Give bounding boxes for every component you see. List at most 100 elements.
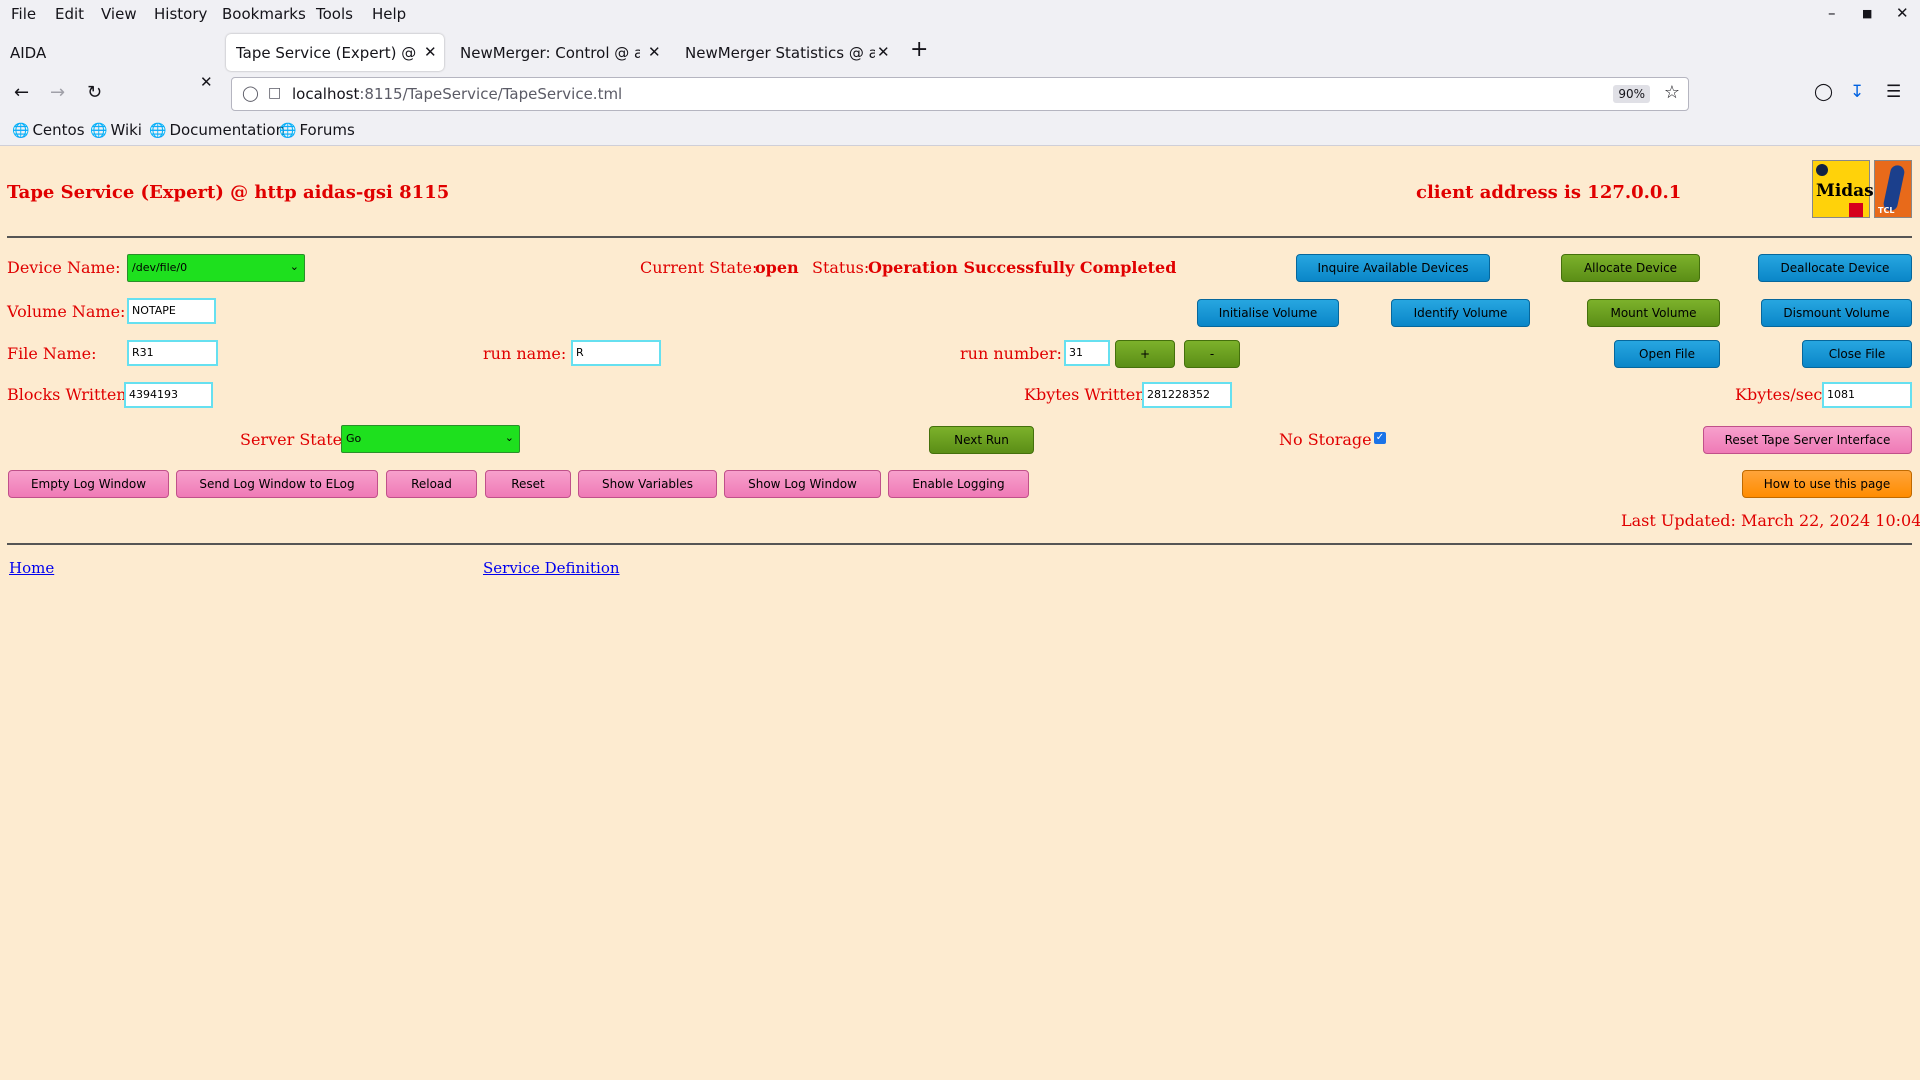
tab-title: NewMerger: Control @ aidas-gsi [460,44,640,62]
deallocate-device-button[interactable]: Deallocate Device [1758,254,1912,282]
client-address: client address is 127.0.0.1 [1416,182,1682,203]
identify-volume-button[interactable]: Identify Volume [1391,299,1530,327]
forward-icon[interactable]: → [50,82,66,103]
bookmark-centos[interactable]: 🌐Centos [12,121,85,139]
bookmark-label: Centos [32,121,85,139]
run-number-input[interactable]: 31 [1064,340,1110,366]
server-state-select[interactable]: Go ⌄ [341,425,520,453]
tab-tape-service[interactable]: Tape Service (Expert) @ aidas-gsi 8115 ✕ [226,34,444,71]
file-name-input[interactable]: R31 [127,340,218,366]
bookmarks-bar: 🌐Centos 🌐Wiki 🌐Documentation 🌐Forums [0,118,1920,144]
tab-newmerger-statistics[interactable]: NewMerger Statistics @ aidas-gsi ✕ [675,34,893,71]
mount-volume-button[interactable]: Mount Volume [1587,299,1720,327]
tab-title: NewMerger Statistics @ aidas-gsi [685,44,875,62]
shield-icon[interactable]: ◯ [242,84,259,102]
no-storage-checkbox[interactable]: ✓ [1374,432,1386,444]
server-state-value: Go [346,432,362,445]
run-number-decrement-button[interactable]: - [1184,340,1240,368]
tab-bar: AIDA ✕ Tape Service (Expert) @ aidas-gsi… [0,32,1920,91]
globe-icon: 🌐 [12,123,30,139]
menu-bookmarks[interactable]: Bookmarks [222,5,306,23]
menu-edit[interactable]: Edit [55,5,85,23]
show-log-window-button[interactable]: Show Log Window [724,470,881,498]
empty-log-window-button[interactable]: Empty Log Window [8,470,169,498]
reset-button[interactable]: Reset [485,470,571,498]
device-name-label: Device Name: [7,258,121,277]
menu-tools[interactable]: Tools [316,5,353,23]
tcl-logo-text: TCL [1878,206,1895,215]
volume-name-input[interactable]: NOTAPE [127,298,216,324]
page-info-icon[interactable]: □ [268,85,282,101]
bookmark-wiki[interactable]: 🌐Wiki [90,121,142,139]
run-number-label: run number: [960,344,1062,363]
dismount-volume-button[interactable]: Dismount Volume [1761,299,1912,327]
reload-icon[interactable]: ↻ [87,82,103,103]
open-file-button[interactable]: Open File [1614,340,1720,368]
enable-logging-button[interactable]: Enable Logging [888,470,1029,498]
volume-name-label: Volume Name: [7,302,126,321]
url-text[interactable]: localhost:8115/TapeService/TapeService.t… [292,85,622,103]
kbytes-sec-field[interactable]: 1081 [1822,382,1912,408]
reload-button[interactable]: Reload [386,470,477,498]
service-definition-link[interactable]: Service Definition [483,559,620,577]
kbytes-written-field[interactable]: 281228352 [1142,382,1232,408]
server-state-label: Server State [240,430,343,449]
bookmark-documentation[interactable]: 🌐Documentation [149,121,285,139]
globe-icon: 🌐 [90,123,108,139]
zoom-level-badge[interactable]: 90% [1613,85,1650,103]
next-run-button[interactable]: Next Run [929,426,1034,454]
home-link[interactable]: Home [9,559,55,577]
pocket-icon[interactable]: ◯ [1814,82,1834,102]
globe-icon: 🌐 [279,123,297,139]
bookmark-label: Documentation [169,121,286,139]
maximize-icon[interactable]: ■ [1862,7,1873,20]
tab-title: Tape Service (Expert) @ aidas-gsi 8115 [236,44,416,62]
tab-aida[interactable]: AIDA [0,34,222,71]
feather-icon [1882,164,1906,212]
back-icon[interactable]: ← [14,82,30,103]
bookmark-star-icon[interactable]: ☆ [1663,82,1680,103]
chevron-down-icon: ⌄ [289,260,299,273]
show-variables-button[interactable]: Show Variables [578,470,717,498]
tab-close-icon[interactable]: ✕ [877,43,890,61]
tab-close-icon[interactable]: ✕ [648,43,661,61]
how-to-use-button[interactable]: How to use this page [1742,470,1912,498]
tab-newmerger-control[interactable]: NewMerger: Control @ aidas-gsi ✕ [450,34,668,71]
close-file-button[interactable]: Close File [1802,340,1912,368]
browser-chrome: File Edit View History Bookmarks Tools H… [0,0,1920,146]
new-tab-icon[interactable]: + [910,37,929,62]
download-icon[interactable]: ↧ [1850,82,1865,102]
current-state-label: Current State: [640,258,758,277]
page-content: Tape Service (Expert) @ http aidas-gsi 8… [0,146,1920,1080]
last-updated: Last Updated: March 22, 2024 10:04:08 [1621,511,1920,530]
run-name-input[interactable]: R [571,340,661,366]
url-bar[interactable]: ◯ □ localhost:8115/TapeService/TapeServi… [231,77,1689,111]
current-state-value: open [755,258,799,277]
close-window-icon[interactable]: ✕ [1896,4,1909,22]
menu-file[interactable]: File [11,5,37,23]
inquire-devices-button[interactable]: Inquire Available Devices [1296,254,1490,282]
device-name-select[interactable]: /dev/file/0 ⌄ [127,254,305,282]
kbytes-sec-label: Kbytes/sec: [1735,385,1828,404]
status-value: Operation Successfully Completed [868,258,1177,277]
crest-icon [1816,164,1828,176]
menu-bar: File Edit View History Bookmarks Tools H… [0,0,1920,30]
menu-history[interactable]: History [154,5,208,23]
initialise-volume-button[interactable]: Initialise Volume [1197,299,1339,327]
hamburger-menu-icon[interactable]: ☰ [1886,82,1902,102]
send-log-to-elog-button[interactable]: Send Log Window to ELog [176,470,378,498]
allocate-device-button[interactable]: Allocate Device [1561,254,1700,282]
tab-close-icon[interactable]: ✕ [200,73,213,91]
page-title: Tape Service (Expert) @ http aidas-gsi 8… [7,182,450,203]
bookmark-forums[interactable]: 🌐Forums [279,121,355,139]
reset-tape-server-interface-button[interactable]: Reset Tape Server Interface [1703,426,1912,454]
menu-view[interactable]: View [101,5,137,23]
bookmark-label: Wiki [110,121,142,139]
run-number-increment-button[interactable]: + [1115,340,1175,368]
minimize-icon[interactable]: – [1828,4,1836,22]
tcl-logo: TCL [1874,160,1912,218]
kbytes-written-label: Kbytes Written: [1024,385,1151,404]
blocks-written-field[interactable]: 4394193 [124,382,213,408]
menu-help[interactable]: Help [372,5,407,23]
tab-close-icon[interactable]: ✕ [424,43,437,61]
